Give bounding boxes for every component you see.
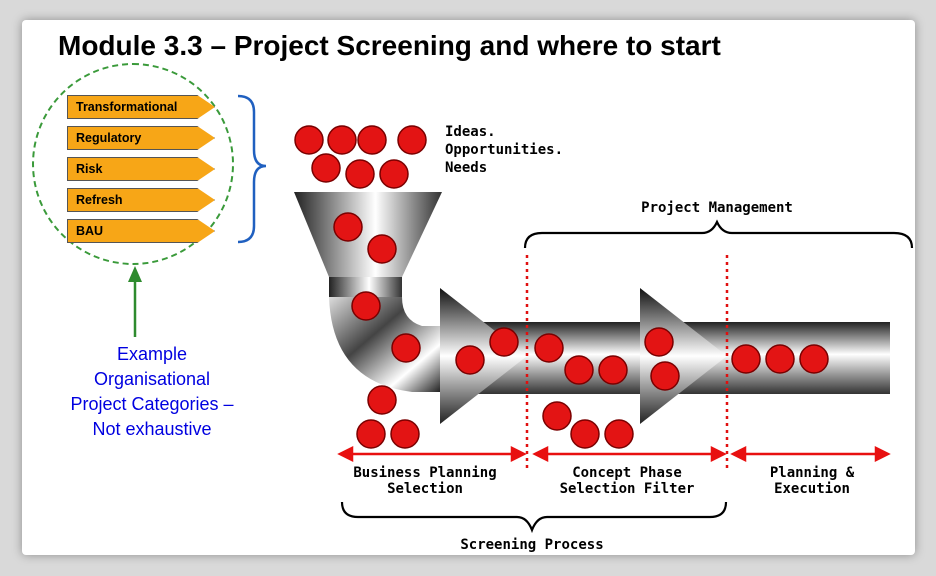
page-title: Module 3.3 – Project Screening and where… (58, 30, 721, 61)
stage-arrow-head (337, 445, 354, 463)
idea-ball (379, 159, 409, 189)
example-categories-note: Example Organisational Project Categorie… (52, 342, 252, 442)
pipe-ball (731, 344, 761, 374)
idea-ball (357, 125, 387, 155)
stage-label-line: Selection Filter (559, 481, 695, 497)
idea-ball (333, 212, 363, 242)
categories-bracket (237, 94, 267, 244)
ideas-line: Opportunities. (445, 142, 564, 158)
slide: Module 3.3 – Project Screening and where… (22, 20, 915, 555)
category-regulatory: Regulatory (67, 126, 215, 150)
idea-ball (367, 234, 397, 264)
stage-business-planning-label: Business Planning Selection (330, 465, 520, 497)
stage-concept-phase-label: Concept Phase Selection Filter (532, 465, 722, 497)
funnel-neck (329, 277, 402, 297)
pipe-ball (598, 355, 628, 385)
idea-ball (311, 153, 341, 183)
up-arrow-head (128, 266, 142, 282)
pipe-ball (644, 327, 674, 357)
stage-arrow-head (710, 445, 727, 463)
category-refresh: Refresh (67, 188, 215, 212)
project-management-label: Project Management (641, 200, 793, 216)
idea-ball (294, 125, 324, 155)
screening-process-label: Screening Process (460, 537, 604, 553)
rejected-ball (390, 419, 420, 449)
project-management-brace (523, 219, 914, 249)
rejected-ball (604, 419, 634, 449)
pipe-ball (534, 333, 564, 363)
stage-label-line: Business Planning (353, 465, 497, 481)
pipe-ball (765, 344, 795, 374)
example-line: Organisational (93, 369, 211, 389)
idea-ball (351, 291, 381, 321)
rejected-ball (542, 401, 572, 431)
stage-label-line: Concept Phase (572, 465, 682, 481)
pipe-ball (564, 355, 594, 385)
rejected-ball (570, 419, 600, 449)
stage-planning-execution-label: Planning & Execution (732, 465, 892, 497)
category-transformational: Transformational (67, 95, 215, 119)
ideas-label: Ideas. Opportunities. Needs (445, 123, 563, 177)
example-line: Not exhaustive (92, 419, 212, 439)
pipe-ball (455, 345, 485, 375)
screening-process-brace (340, 501, 728, 534)
category-risk: Risk (67, 157, 215, 181)
pipe-ball (489, 327, 519, 357)
idea-ball (345, 159, 375, 189)
stage-arrow-head (730, 445, 747, 463)
rejected-ball (356, 419, 386, 449)
ideas-line: Ideas. (445, 124, 496, 140)
stage-arrow-head (532, 445, 549, 463)
stage-arrow-head (874, 445, 891, 463)
elbow-pipe (329, 297, 440, 392)
funnel-top (294, 192, 442, 277)
stage-label-line: Selection (387, 481, 463, 497)
category-bau: BAU (67, 219, 215, 243)
categories-circle (32, 63, 234, 265)
stage-label-line: Planning & (769, 465, 855, 481)
idea-ball (327, 125, 357, 155)
example-line: Example (116, 344, 188, 364)
pipe-ball (799, 344, 829, 374)
rejected-ball (367, 385, 397, 415)
filter-cone-2 (640, 288, 727, 424)
idea-ball (397, 125, 427, 155)
funnel-diagram (128, 94, 914, 534)
stage-arrow-head (510, 445, 527, 463)
stage-label-line: Execution (774, 481, 850, 497)
example-line: Project Categories – (70, 394, 234, 414)
pipe-ball (650, 361, 680, 391)
ideas-line: Needs (445, 160, 488, 176)
idea-ball (391, 333, 421, 363)
